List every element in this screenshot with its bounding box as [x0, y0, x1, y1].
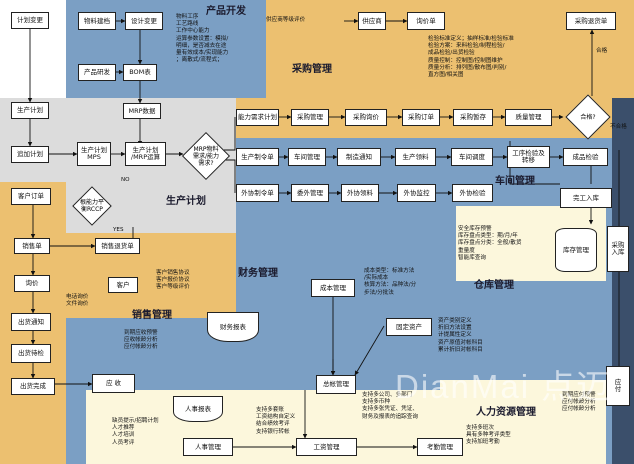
receivable-box: 应 收 [92, 374, 135, 393]
outsource-mgmt-box: 委外管理 [291, 184, 329, 202]
sales-order-box: 销售单 [14, 238, 50, 254]
title-plan: 生产计划 [166, 196, 206, 207]
inventory-notes: 安全库存预警 库存盘点类型：期/月/年 库存盘点分类：全般/散货 重量度 智能库… [458, 226, 522, 261]
complete-in-box: 完工入库 [560, 188, 612, 208]
material-box: 物料建档 [78, 12, 116, 30]
supplier-eval-label: 供应商等级评价 [266, 17, 306, 23]
title-purchase: 采购管理 [292, 64, 332, 75]
quality-box: 质量管理 [505, 109, 552, 126]
work-order-box: 生产制令单 [236, 148, 279, 166]
outsource-monitor-box: 外协监控 [397, 184, 436, 202]
bom-box: BOM表 [123, 64, 157, 81]
label-no: NO [121, 177, 130, 183]
ledger-box: 总帐管理 [316, 375, 356, 394]
inventory-box: 库存管理 [555, 228, 597, 272]
quote-box: 询价 [14, 275, 50, 292]
quality-notes: 检验标准定义；抽样标准/检验标准 检验方案：来料检验/制程检验/ 成品检验/出货… [428, 36, 514, 79]
fixed-assets-box: 固定资产 [386, 318, 432, 336]
mrp-data-box: MRP数据 [123, 103, 161, 119]
watermark: DianMai 点迈 [395, 368, 612, 405]
hr-report-box: 人事报表 [173, 396, 223, 422]
product-notes: 物料工序 工艺路线 工作中心能力 运算参数设置：模拟/ 明细，是否减去在途 量有… [176, 14, 229, 64]
rnd-box: 产品研发 [78, 64, 116, 81]
customer-order-box: 客户订单 [11, 188, 51, 205]
purchase-order-box: 采购订单 [402, 109, 440, 126]
mfg-notice-box: 制造通知 [337, 148, 381, 166]
hr-notes: 缺员提示/招聘计划 人才推荐 人才培训 人员考评 [112, 418, 159, 446]
ship-notice-box: 出货通知 [11, 313, 51, 331]
mrp-demand-decision: MRP物料 需求/能力 需求? [181, 131, 231, 181]
plan-change-box: 计划变更 [11, 12, 49, 29]
title-product: 产品开发 [206, 6, 246, 17]
sales-notes: 客户销售协议 客户报价协议 客户等级评价 [156, 270, 190, 291]
payable-notes: 到期应付预警 应付帐龄分析 应付帐龄分析 [562, 392, 596, 413]
outsource-pick-box: 外协领料 [341, 184, 379, 202]
ccp-decision: 根能力平 衡RCCP [70, 186, 114, 226]
cost-mgmt-box: 成本管理 [311, 279, 355, 297]
outsource-check-box: 外协检验 [452, 184, 493, 202]
ship-done-box: 出货完成 [11, 378, 55, 395]
finance-report-box: 财务报表 [207, 312, 259, 342]
purchase-temp-box: 采购暂存 [453, 109, 493, 126]
transfer-box: 工序检验及 转移 [507, 146, 550, 168]
outsource-order-box: 外协制令单 [236, 184, 279, 202]
purchase-mgmt-box: 采购管理 [291, 109, 329, 126]
title-finance: 财务管理 [238, 268, 278, 279]
payable-box: 应 付 [606, 366, 630, 406]
dispatch-box: 车间调度 [451, 148, 493, 166]
attendance-box: 考勤管理 [417, 438, 463, 456]
label-unqualified: 不合格 [610, 124, 627, 130]
label-yes: YES [113, 227, 124, 233]
purchase-return-box: 采购退货单 [566, 12, 616, 30]
pick-box: 生产领料 [395, 148, 436, 166]
hr-mgmt-box: 人事管理 [183, 438, 233, 456]
ledger-notes: 支持多公司、多部门 支持多币种 支持多张凭证、凭证、 财务及报表的追踪查询 [362, 392, 418, 420]
assets-notes: 资产类别定义 折旧方法设置 计提属性定义 资产原值对帐科目 累计折旧对帐科目 [438, 318, 483, 353]
inquiry-box: 询价单 [407, 12, 445, 30]
qualified-decision: 合格? [563, 94, 613, 140]
mrp-run-box: 生产计划 /MRP运算 [125, 142, 166, 166]
sales-return-box: 销售退货单 [95, 238, 140, 254]
purchase-in-box: 采购入库 [607, 226, 629, 272]
title-workshop: 车间管理 [495, 176, 535, 187]
design-change-box: 设计变更 [125, 12, 163, 30]
quote-notes: 电话询价 文件询价 [66, 294, 89, 308]
additional-plan-box: 追加计划 [11, 146, 49, 163]
label-qualified: 合格 [596, 48, 608, 54]
ship-wait-box: 出货待检 [11, 344, 51, 363]
payroll-box: 工资管理 [296, 438, 357, 456]
mps-box: 生产计划 MPS [77, 142, 111, 166]
customer-box: 客户 [108, 277, 138, 293]
cost-notes: 成本类型：标准方法 /实际成本 核算方法：品种法/分 步法/分批法 [364, 268, 417, 296]
production-plan-box: 生产计划 [11, 102, 49, 119]
title-warehouse: 仓库管理 [474, 280, 514, 291]
finished-check-box: 成品检验 [563, 148, 608, 166]
attendance-notes: 支持多班次 具有多种考评类型 支持加班考勤 [466, 425, 511, 446]
finance-notes: 到期应收预警 应收帐龄分析 应付帐龄分析 [124, 330, 158, 351]
region-hr-step [440, 380, 606, 392]
title-hr: 人力资源管理 [476, 407, 536, 418]
supplier-box: 供应商 [358, 12, 386, 30]
payroll-notes: 支持多套账 工资结构自定义 结合绩效考评 支持银行转帐 [256, 407, 296, 435]
purchase-inquiry-box: 采购询价 [345, 109, 387, 126]
workshop-mgmt-box: 车间管理 [288, 148, 326, 166]
title-sales: 销售管理 [132, 310, 172, 321]
capacity-req-box: 能力需求计划 [236, 109, 279, 126]
